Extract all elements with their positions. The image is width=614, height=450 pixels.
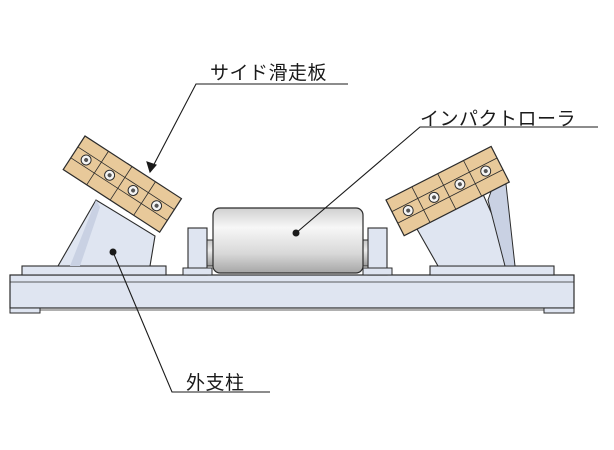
left-side-slide-plate <box>62 135 183 234</box>
impact-roller-label: インパクトローラ <box>420 108 577 130</box>
leader-line-impact-roller <box>295 126 598 234</box>
right-side-slide-plate <box>385 145 511 237</box>
left-outer-post <box>21 199 167 276</box>
base-beam <box>9 274 575 314</box>
outer-post-label: 外支柱 <box>186 372 245 394</box>
leader-line-side-plate <box>146 83 348 174</box>
roller-brackets <box>182 227 393 276</box>
impact-roller <box>206 207 369 274</box>
leader-line-outer-post <box>109 248 270 393</box>
side-slide-plate-label: サイド滑走板 <box>210 62 328 84</box>
